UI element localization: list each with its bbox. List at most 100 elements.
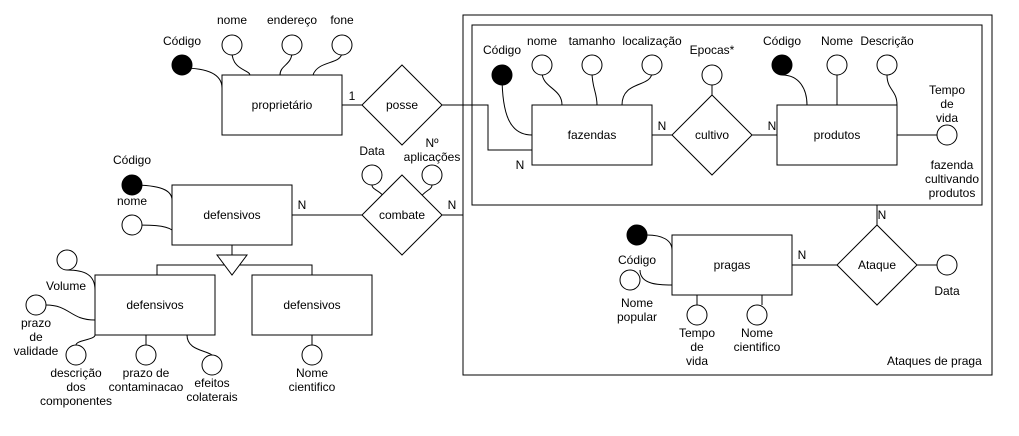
label-combate-data: Data xyxy=(359,144,385,158)
cardinality-fazendas-cultivo: N xyxy=(658,119,667,133)
cardinality-proprietario-posse: 1 xyxy=(349,89,356,103)
label-fazendas-tamanho: tamanho xyxy=(569,34,616,48)
relationship-cultivo[interactable]: cultivo xyxy=(671,94,753,176)
attribute-pragas-nome-cientifico xyxy=(746,304,768,326)
attribute-ataque-data xyxy=(936,254,958,276)
relationship-ataque-label: Ataque xyxy=(858,258,896,272)
entity-fazendas[interactable]: fazendas xyxy=(531,104,653,166)
attribute-descricao-componentes xyxy=(65,344,87,366)
label-def-nome-cient-2: cientifico xyxy=(289,380,336,394)
cardinality-cultivo-produtos: N xyxy=(768,119,777,133)
relationship-combate-label: combate xyxy=(379,208,425,222)
cardinality-ataque-aggregation: N xyxy=(878,208,887,222)
entity-fazendas-label: fazendas xyxy=(568,128,617,142)
label-prazo-contam-2: contaminacao xyxy=(109,380,184,394)
entity-produtos-label: produtos xyxy=(814,128,861,142)
label-produtos-codigo: Código xyxy=(763,34,801,48)
specialization-triangle xyxy=(216,254,248,276)
attribute-labels: Código nome endereço fone Código nome ta… xyxy=(14,13,980,408)
attribute-fazendas-localizacao xyxy=(641,54,663,76)
entity-defensivos-label: defensivos xyxy=(203,208,260,222)
key-attribute-pragas-codigo xyxy=(626,224,648,246)
label-pragas-tempo-1: Tempo xyxy=(679,326,715,340)
entity-defensivos-sub-2-label: defensivos xyxy=(283,298,340,312)
label-pragas-nome-cient-2: cientifico xyxy=(734,340,781,354)
label-pragas-tempo-3: vida xyxy=(686,354,708,368)
attribute-produtos-tempo-de-vida xyxy=(936,124,958,146)
relationship-cultivo-label: cultivo xyxy=(695,128,729,142)
label-fazendas-nome: nome xyxy=(527,34,557,48)
label-aggregation-2: cultivando xyxy=(925,172,979,186)
entity-proprietario-label: proprietário xyxy=(252,98,313,112)
attribute-proprietario-nome xyxy=(221,34,243,56)
attribute-defensivos-nome-cientifico xyxy=(301,344,323,366)
label-produtos-nome: Nome xyxy=(821,34,853,48)
attribute-pragas-nome-popular xyxy=(619,269,641,291)
label-proprietario-endereco: endereço xyxy=(267,13,317,27)
label-nome-popular-1: Nome xyxy=(621,296,653,310)
label-prazo-validade-2: de xyxy=(29,330,43,344)
attribute-combate-data xyxy=(361,164,383,186)
label-volume: Volume xyxy=(46,279,86,293)
entity-produtos[interactable]: produtos xyxy=(776,104,898,166)
group-ataques-label: Ataques de praga xyxy=(887,354,982,368)
entity-proprietario[interactable]: proprietário xyxy=(221,74,343,136)
relationship-combate[interactable]: combate xyxy=(361,174,443,256)
label-proprietario-fone: fone xyxy=(330,13,354,27)
label-fazendas-codigo: Código xyxy=(483,43,521,57)
cardinality-combate-aggregation: N xyxy=(448,198,457,212)
key-attribute-fazendas-codigo xyxy=(491,64,513,86)
label-combate-n-1: Nº xyxy=(425,136,439,150)
attribute-fazendas-nome xyxy=(531,54,553,76)
attribute-fazendas-tamanho xyxy=(581,54,603,76)
label-pragas-codigo: Código xyxy=(618,253,656,267)
attribute-volume xyxy=(56,249,78,271)
relationship-posse[interactable]: posse xyxy=(361,64,443,146)
attribute-pragas-tempo-de-vida xyxy=(686,304,708,326)
entity-defensivos-sub-1[interactable]: defensivos xyxy=(94,274,216,336)
attribute-prazo-validade xyxy=(25,294,47,316)
label-ataque-data: Data xyxy=(934,284,960,298)
label-pragas-tempo-2: de xyxy=(690,340,704,354)
entity-defensivos-sub-2[interactable]: defensivos xyxy=(251,274,373,336)
attribute-proprietario-fone xyxy=(331,34,353,56)
cardinality-defensivos-combate: N xyxy=(298,198,307,212)
attribute-proprietario-endereco xyxy=(281,34,303,56)
attribute-circles xyxy=(25,34,958,376)
entity-defensivos[interactable]: defensivos xyxy=(171,184,293,246)
label-pragas-nome-cient-1: Nome xyxy=(741,326,773,340)
label-descricao-comp-3: componentes xyxy=(40,394,112,408)
label-descricao-comp-1: descrição xyxy=(50,366,102,380)
key-attribute-defensivos-codigo xyxy=(121,174,143,196)
label-cultivo-epocas: Epocas* xyxy=(690,43,735,57)
attribute-combate-n-aplicacoes xyxy=(421,164,443,186)
cardinality-pragas-ataque: N xyxy=(798,248,807,262)
label-fazendas-localizacao: localização xyxy=(622,34,682,48)
attribute-defensivos-nome xyxy=(121,214,143,236)
attribute-produtos-nome xyxy=(826,54,848,76)
attribute-cultivo-epocas xyxy=(701,64,723,86)
label-def-nome-cient-1: Nome xyxy=(296,366,328,380)
key-attribute-proprietario-codigo xyxy=(171,54,193,76)
label-produtos-tempo-1: Tempo xyxy=(929,83,965,97)
label-defensivos-codigo: Código xyxy=(113,153,151,167)
cardinality-labels: 1 N N N N N N N xyxy=(298,89,887,262)
label-efeitos-1: efeitos xyxy=(194,376,229,390)
label-aggregation-1: fazenda xyxy=(931,158,974,172)
group-fazenda-cultivando-produtos xyxy=(471,24,983,206)
entity-pragas-label: pragas xyxy=(714,258,751,272)
label-prazo-validade-3: validade xyxy=(14,344,59,358)
connectors xyxy=(45,51,937,356)
label-aggregation-3: produtos xyxy=(929,186,976,200)
label-efeitos-2: colaterais xyxy=(186,390,237,404)
key-attribute-produtos-codigo xyxy=(771,54,793,76)
label-descricao-comp-2: dos xyxy=(66,380,85,394)
cardinality-posse-fazendas: N xyxy=(516,158,525,172)
relationship-ataque[interactable]: Ataque xyxy=(836,224,918,306)
label-proprietario-nome: nome xyxy=(217,13,247,27)
label-produtos-tempo-3: vida xyxy=(936,111,958,125)
attribute-efeitos-colaterais xyxy=(201,354,223,376)
entity-pragas[interactable]: pragas xyxy=(671,234,793,296)
